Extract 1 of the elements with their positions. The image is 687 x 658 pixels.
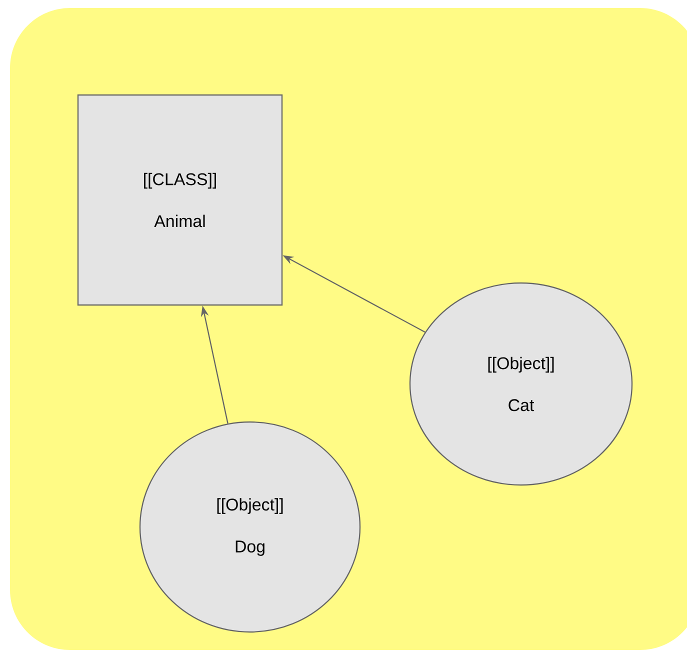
class-box: [[CLASS]] Animal (77, 94, 283, 306)
